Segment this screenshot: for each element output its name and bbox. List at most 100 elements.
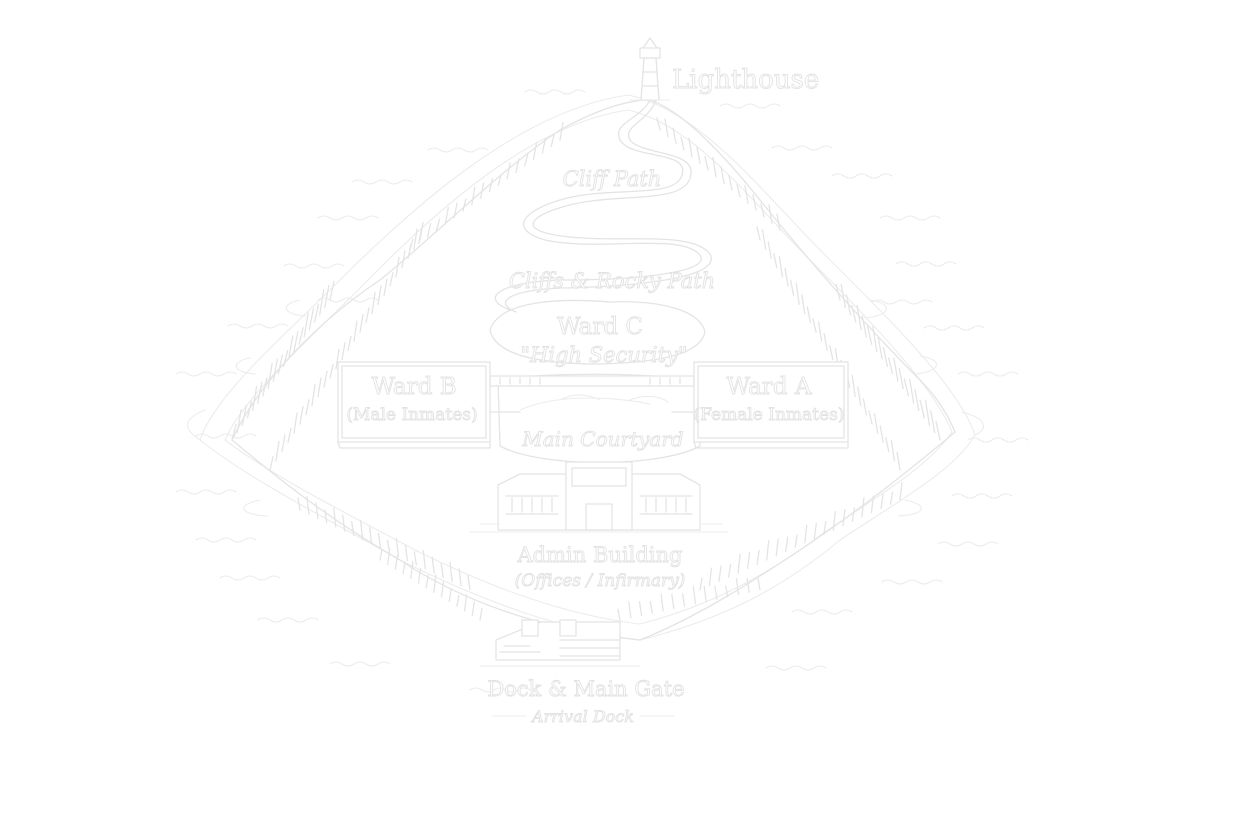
cliff-hatch xyxy=(303,312,309,338)
lighthouse-icon xyxy=(629,37,671,101)
cliff-hatch xyxy=(277,354,284,375)
cliff-hatch xyxy=(794,534,798,548)
cliff-hatch xyxy=(872,325,878,353)
cliff-hatch xyxy=(267,362,273,390)
lighthouse-label: Lighthouse xyxy=(672,65,819,95)
cliff-hatch xyxy=(359,519,364,541)
cliff-hatch xyxy=(281,434,286,453)
wave-icon xyxy=(257,617,319,623)
cliff-hatch xyxy=(861,315,867,338)
cliff-hatch xyxy=(696,146,701,164)
cliff-hatch xyxy=(699,577,703,591)
cliff-hatch xyxy=(323,370,328,388)
cliff-hatch xyxy=(935,420,941,441)
cliff-hatch xyxy=(550,133,555,148)
cliff-hatch xyxy=(308,308,315,331)
main-courtyard-label: Main Courtyard xyxy=(521,427,683,451)
cliff-hatch xyxy=(804,524,808,544)
cliff-hatch xyxy=(761,229,767,250)
wave-icon xyxy=(427,147,489,153)
cliff-hatch xyxy=(812,318,817,333)
cliff-hatch xyxy=(288,335,294,360)
ward-a-title: Ward A xyxy=(727,374,812,400)
cliff-hatch xyxy=(766,540,770,561)
cliff-hatch xyxy=(746,551,751,570)
ward-b-subtitle: (Male Inmates) xyxy=(346,405,477,425)
cliff-hatch xyxy=(775,538,779,557)
main-courtyard-area xyxy=(497,373,701,464)
cliff-hatch xyxy=(342,514,346,532)
cliff-hatch xyxy=(389,272,394,287)
cliff-hatch xyxy=(401,250,406,269)
cliff-hatch xyxy=(305,399,310,416)
cliff-hatch xyxy=(341,342,346,361)
wave-icon xyxy=(937,541,999,547)
cliff-hatch xyxy=(324,284,330,309)
cliff-hatch xyxy=(319,289,325,316)
cliff-hatch xyxy=(293,412,298,434)
cliff-hatch xyxy=(856,304,862,331)
cliff-icon xyxy=(231,99,956,641)
cliff-hatch xyxy=(785,536,789,553)
cliff-hatch xyxy=(680,136,685,151)
cliff-hatch xyxy=(649,600,653,614)
wave-icon xyxy=(951,493,1013,499)
wave-icon xyxy=(469,687,531,693)
cliff-hatch xyxy=(727,563,732,578)
cliff-hatch xyxy=(311,383,316,407)
cliff-hatch xyxy=(756,550,760,565)
cliff-hatch xyxy=(269,456,274,471)
cliff-hatch xyxy=(402,561,406,575)
cliff-hatch xyxy=(458,568,462,587)
cliff-hatch xyxy=(870,495,875,514)
cliff-hatch xyxy=(617,608,621,621)
cliff-hatch xyxy=(737,553,741,574)
cliff-hatch xyxy=(377,285,382,306)
cliff-hatch xyxy=(241,404,247,426)
cliff-hatch xyxy=(488,178,494,193)
cliff-hatch xyxy=(829,344,834,361)
cliff-hatch xyxy=(377,532,382,549)
cliff-hatch xyxy=(882,346,889,367)
cliff-hatch xyxy=(757,577,761,591)
cliff-hatch xyxy=(914,389,920,412)
dock-subtitle: Arrival Dock xyxy=(530,707,634,726)
wave-icon xyxy=(831,173,893,179)
cliff-hatch xyxy=(463,594,468,612)
cliff-hatch xyxy=(365,307,370,324)
cliff-hatch xyxy=(417,568,422,584)
cliff-hatch xyxy=(422,549,426,570)
cliff-hatch xyxy=(728,174,733,191)
cliff-hatch xyxy=(877,336,883,360)
cliff-hatch xyxy=(893,357,899,382)
cliff-hatch xyxy=(692,585,697,605)
cliff-hatch xyxy=(329,364,334,379)
cliff-hatch xyxy=(456,594,460,607)
cliff-hatch xyxy=(317,377,322,398)
wave-icon xyxy=(175,371,237,377)
cliff-hatch xyxy=(404,544,409,562)
wave-icon xyxy=(923,325,985,331)
cliff-hatch xyxy=(444,206,449,225)
cliff-hatch xyxy=(712,156,717,178)
wave-icon xyxy=(895,261,957,267)
wave-icon xyxy=(227,323,289,329)
wave-icon xyxy=(317,297,379,303)
cliff-hatch xyxy=(448,587,452,603)
cliff-hatch xyxy=(297,497,301,511)
cliff-hatch xyxy=(899,481,903,501)
wave-icon xyxy=(879,215,941,221)
cliff-hatch xyxy=(725,585,729,598)
cliff-hatch xyxy=(395,256,400,278)
cliff-hatch xyxy=(801,294,806,315)
cliff-hatch xyxy=(638,601,643,617)
admin-building-icon xyxy=(469,461,729,533)
ward-b-title: Ward B xyxy=(371,374,456,400)
cliff-hatch xyxy=(298,326,304,345)
cliff-hatch xyxy=(387,548,391,566)
cliff-hatch xyxy=(347,335,352,352)
cliff-hatch xyxy=(353,320,358,342)
cliff-hatch xyxy=(628,601,632,619)
cliff-hatch xyxy=(873,413,879,434)
cliff-hatch xyxy=(251,385,258,412)
